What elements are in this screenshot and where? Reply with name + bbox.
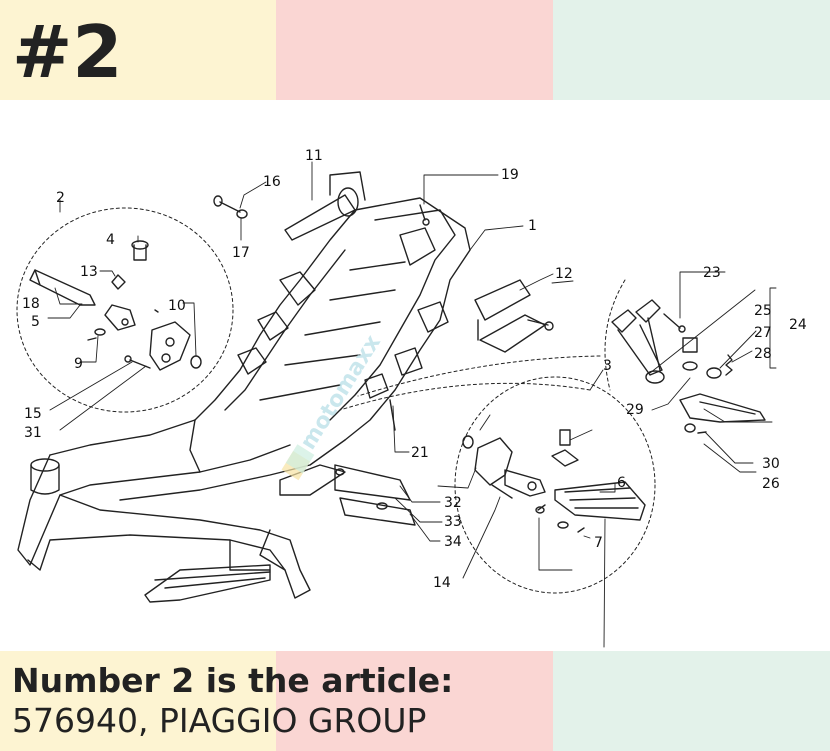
caption-band-yellow	[0, 651, 276, 751]
callout-15: 15	[24, 406, 42, 422]
exploded-parts-drawing: motomaxx 1234567910111213141516171819212…	[16, 148, 807, 648]
header-band-pink	[276, 0, 553, 100]
callout-26: 26	[762, 476, 780, 492]
callout-29: 29	[626, 402, 644, 418]
callout-14: 14	[433, 575, 451, 591]
watermark-logo: motomaxx	[281, 331, 386, 481]
caption-detail: 576940, PIAGGIO GROUP	[12, 701, 427, 740]
part-11-pin	[284, 171, 366, 241]
header-band-yellow	[0, 0, 276, 100]
frame-body	[17, 197, 471, 603]
callout-25: 25	[754, 303, 772, 319]
callout-34: 34	[444, 534, 462, 550]
footrest-assembly	[611, 299, 766, 434]
part-12-bracket	[474, 279, 554, 353]
header-band-green	[553, 0, 830, 100]
svg-text:motomaxx: motomaxx	[296, 331, 386, 454]
header-band	[0, 0, 830, 100]
callout-19: 19	[501, 167, 519, 183]
callout-30: 30	[762, 456, 780, 472]
frame-steering-tube	[30, 458, 60, 495]
caption-band	[0, 651, 830, 751]
left-detail-parts	[29, 240, 202, 371]
callout-16: 16	[263, 174, 281, 190]
callout-21: 21	[411, 445, 429, 461]
caption: Number 2 is the article: 576940, PIAGGIO…	[12, 660, 453, 740]
callout-9: 9	[74, 356, 83, 372]
callout-32: 32	[444, 495, 462, 511]
caption-band-green	[553, 651, 830, 751]
callout-17: 17	[232, 245, 250, 261]
caption-band-pink	[276, 651, 553, 751]
callout-27: 27	[754, 325, 772, 341]
callout-4: 4	[106, 232, 115, 248]
callout-layer: 1234567910111213141516171819212324252627…	[22, 148, 807, 591]
callout-3: 3	[603, 358, 612, 374]
callout-24: 24	[789, 317, 807, 333]
detail-circle-right	[454, 376, 656, 594]
callout-12: 12	[555, 266, 573, 282]
callout-33: 33	[444, 514, 462, 530]
callout-18: 18	[22, 296, 40, 312]
callout-5: 5	[31, 314, 40, 330]
part-16-bolt-top	[213, 195, 248, 219]
callout-1: 1	[528, 218, 537, 234]
callout-leaders	[47, 161, 777, 648]
callout-7: 7	[594, 535, 603, 551]
callout-23: 23	[703, 265, 721, 281]
detail-circle-footrest	[604, 279, 626, 391]
callout-2: 2	[56, 190, 65, 206]
part-19-screw	[419, 204, 430, 226]
callout-10: 10	[168, 298, 186, 314]
callout-28: 28	[754, 346, 772, 362]
part-32-34-bracket	[334, 464, 416, 526]
callout-6: 6	[617, 475, 626, 491]
detail-circle-left	[16, 207, 234, 413]
caption-title: Number 2 is the article:	[12, 661, 454, 700]
callout-11: 11	[305, 148, 323, 164]
callout-31: 31	[24, 425, 42, 441]
callout-13: 13	[80, 264, 98, 280]
page-number: #2	[12, 10, 123, 94]
